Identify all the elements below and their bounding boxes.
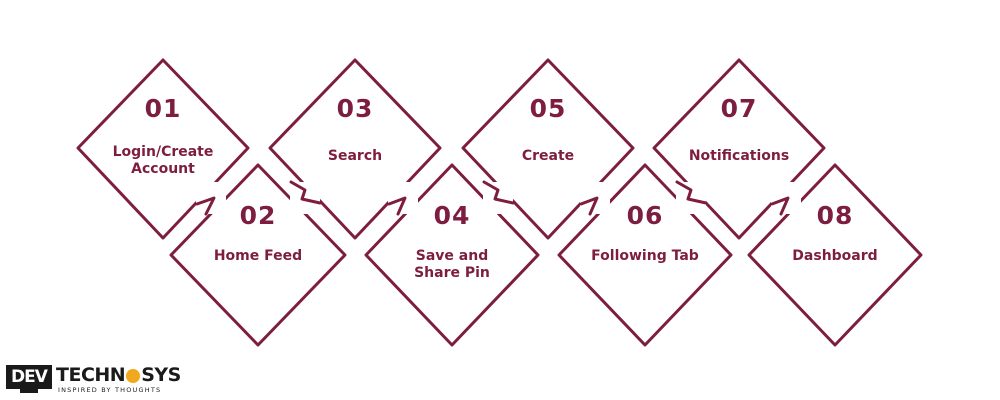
step-label-08: Dashboard xyxy=(792,248,878,264)
step-diamond-04 xyxy=(364,163,540,347)
step-number-05: 05 xyxy=(529,94,567,123)
connector-02-03 xyxy=(289,180,322,205)
step-number-04: 04 xyxy=(433,201,471,230)
connector-06-07 xyxy=(675,180,708,205)
logo-monitor-stand xyxy=(20,389,38,393)
logo-wordmark-part1: TECHN xyxy=(56,364,126,386)
step-diamond-08 xyxy=(747,163,923,347)
step-number-08: 08 xyxy=(816,201,854,230)
step-label-07: Notifications xyxy=(688,148,790,164)
company-logo: DEV TECHN SYS INSPIRED BY THOUGHTS xyxy=(6,364,186,397)
connector-07-08 xyxy=(770,196,790,216)
step-diamond-06 xyxy=(557,163,733,347)
step-label-02: Home Feed xyxy=(213,248,303,264)
logo-wordmark-part2: SYS xyxy=(141,364,181,386)
step-number-06: 06 xyxy=(626,201,664,230)
step-diamond-03 xyxy=(268,58,442,240)
step-number-01: 01 xyxy=(144,94,182,123)
step-label-04: Save and Share Pin xyxy=(414,248,490,281)
gear-icon xyxy=(126,368,141,383)
step-number-02: 02 xyxy=(239,201,277,230)
logo-wordmark: TECHN SYS xyxy=(56,364,181,386)
connector-03-04 xyxy=(387,196,407,216)
step-diamond-02 xyxy=(169,163,347,347)
logo-tagline: INSPIRED BY THOUGHTS xyxy=(58,386,162,394)
connector-05-06 xyxy=(579,196,599,216)
logo-monitor-mark: DEV xyxy=(6,365,52,389)
step-label-01: Login/Create Account xyxy=(112,144,214,177)
step-diamond-07 xyxy=(652,58,826,240)
step-label-06: Following Tab xyxy=(591,248,699,264)
step-number-07: 07 xyxy=(720,94,758,123)
step-number-03: 03 xyxy=(336,94,374,123)
step-label-03: Search xyxy=(327,148,383,164)
step-diamond-01 xyxy=(76,58,250,240)
connector-01-02 xyxy=(195,196,216,216)
step-label-05: Create xyxy=(521,148,575,164)
step-diamond-05 xyxy=(461,58,635,240)
connector-04-05 xyxy=(482,180,515,205)
